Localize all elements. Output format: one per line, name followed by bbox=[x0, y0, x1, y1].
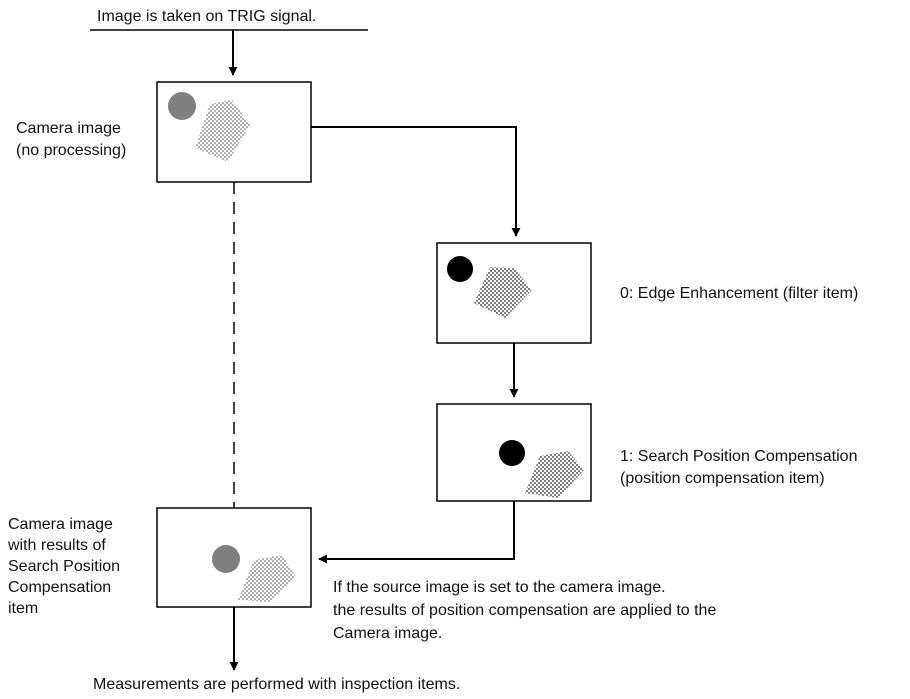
object-circle bbox=[168, 92, 196, 120]
footer-caption: Measurements are performed with inspecti… bbox=[93, 676, 461, 693]
result-image-label-2: with results of bbox=[8, 537, 106, 554]
result-image-label-3: Search Position bbox=[8, 558, 121, 575]
result-image-box bbox=[156, 507, 312, 608]
note-line-3: Camera image. bbox=[333, 625, 443, 642]
result-image-label-4: Compensation bbox=[8, 579, 112, 596]
object-shape-shifted bbox=[525, 451, 584, 498]
search-position-label-1: 1: Search Position Compensation bbox=[620, 448, 858, 465]
camera-image-label-2: (no processing) bbox=[16, 142, 127, 159]
camera-image-box bbox=[156, 81, 312, 183]
arrow-camera-to-edge bbox=[311, 126, 521, 237]
note-line-2: the results of position compensation are… bbox=[333, 602, 717, 619]
edge-enhancement-box bbox=[436, 242, 592, 344]
note-line-1: If the source image is set to the camera… bbox=[333, 579, 666, 596]
object-circle-result bbox=[212, 545, 240, 573]
search-position-label-2: (position compensation item) bbox=[620, 470, 825, 487]
edge-enhancement-label: 0: Edge Enhancement (filter item) bbox=[620, 285, 859, 302]
result-image-label-5: item bbox=[8, 600, 39, 617]
trigger-caption: Image is taken on TRIG signal. bbox=[97, 8, 317, 25]
object-circle-shifted bbox=[499, 440, 525, 466]
object-circle-black bbox=[447, 256, 473, 282]
object-shape bbox=[195, 100, 250, 162]
object-shape-enhanced bbox=[474, 267, 532, 318]
search-position-box bbox=[436, 403, 592, 502]
object-shape-result bbox=[238, 555, 296, 602]
result-image-label-1: Camera image bbox=[8, 516, 113, 533]
camera-image-label-1: Camera image bbox=[16, 120, 121, 137]
arrow-search-to-result bbox=[318, 501, 515, 564]
